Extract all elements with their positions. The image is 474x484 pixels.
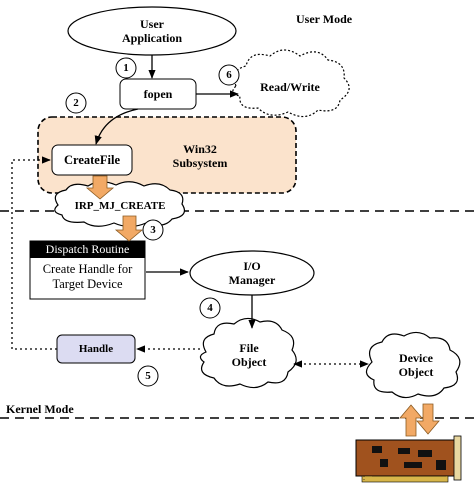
handle-label: Handle: [78, 343, 114, 355]
irp-cloud: [54, 181, 185, 228]
step-5-circle: [137, 365, 159, 387]
device-object-cloud: [365, 331, 461, 399]
orange-arrow-irp-to-dispatch: [114, 215, 144, 242]
io-manager-line-1: I/O: [243, 259, 261, 273]
step-4-label: 4: [207, 302, 213, 314]
kernel-mode-label: Kernel Mode: [6, 402, 74, 416]
fopen-label: fopen: [143, 87, 173, 101]
orange-arrow-createfile-to-irp: [85, 175, 115, 200]
device-object-line-2: Object: [398, 365, 434, 379]
device-object-label: Device Object: [376, 351, 456, 379]
orange-arrow-up: [399, 404, 423, 437]
expansion-card-icon: [355, 435, 462, 483]
user-application-label: User Application: [110, 17, 194, 45]
file-object-line-2: Object: [231, 355, 267, 369]
file-object-line-1: File: [239, 341, 259, 355]
irp-label: IRP_MJ_CREATE: [74, 200, 166, 212]
step-3-circle: [142, 219, 164, 241]
user-application-line-2: Application: [121, 31, 182, 45]
dispatch-routine-header: [30, 241, 145, 258]
step-2-label: 2: [73, 97, 79, 109]
step-4-circle: [199, 297, 221, 319]
file-object-label: File Object: [214, 341, 284, 369]
io-manager-label: I/O Manager: [212, 259, 292, 287]
win32-subsystem-label: Win32 Subsystem: [155, 142, 245, 170]
user-application-line-1: User: [140, 17, 164, 31]
user-mode-label: User Mode: [296, 12, 353, 26]
dispatch-body-line-1: Create Handle for: [42, 262, 133, 276]
win32-subsystem-line-2: Subsystem: [172, 156, 228, 170]
createfile-label: CreateFile: [64, 153, 120, 167]
createfile-node[interactable]: [51, 144, 133, 176]
read-write-label: Read/Write: [260, 80, 320, 94]
orange-arrow-down: [416, 403, 440, 435]
step-5-label: 5: [145, 370, 151, 382]
step-1-circle: [115, 57, 137, 79]
step-6-circle: [218, 64, 240, 86]
arrow-fopen-to-createfile: [94, 108, 139, 145]
io-manager-line-2: Manager: [228, 273, 276, 287]
dispatch-routine-body: Create Handle for Target Device: [30, 262, 145, 292]
win32-subsystem-line-1: Win32: [183, 142, 217, 156]
device-object-line-1: Device: [399, 351, 433, 365]
step-3-label: 3: [150, 224, 156, 236]
step-6-label: 6: [226, 69, 232, 81]
read-write-cloud: [232, 49, 350, 118]
dispatch-routine-title: Dispatch Routine: [45, 242, 130, 256]
step-2-circle: [65, 92, 87, 114]
step-1-label: 1: [123, 62, 129, 74]
dispatch-body-line-2: Target Device: [52, 277, 123, 291]
